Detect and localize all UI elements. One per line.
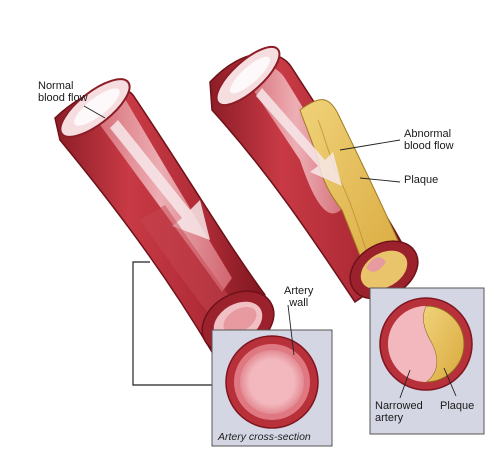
- label-abnormal-blood-flow: Abnormal blood flow: [404, 128, 454, 152]
- label-normal-blood-flow: Normal blood flow: [38, 80, 88, 104]
- cross-section-inset: [212, 330, 332, 446]
- label-narrowed-artery: Narrowed artery: [375, 400, 423, 424]
- label-plaque-inset: Plaque: [440, 400, 474, 412]
- label-plaque: Plaque: [404, 174, 438, 186]
- caption-cross-section: Artery cross-section: [218, 431, 311, 443]
- label-artery-wall: Artery wall: [284, 285, 313, 309]
